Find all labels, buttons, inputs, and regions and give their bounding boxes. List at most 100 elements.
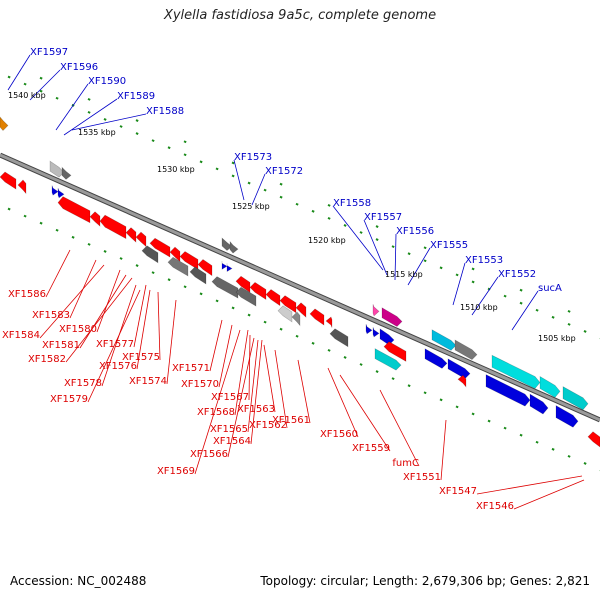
gene-arrow [485, 374, 531, 407]
gene-label-xf1556: XF1556 [396, 226, 434, 237]
gene-label-xf1553: XF1553 [465, 255, 503, 266]
leader-line [7, 54, 31, 91]
leader-line [96, 269, 121, 333]
gene-arrow [17, 179, 27, 195]
leader-line [218, 324, 233, 388]
gene-arrow [447, 358, 471, 379]
gc-dot [199, 160, 203, 164]
leader-line [209, 319, 223, 372]
gene-arrow [529, 393, 549, 415]
gc-dot [567, 309, 571, 313]
leader-line [263, 344, 276, 413]
gene-label-xf1563: XF1563 [237, 404, 275, 415]
gene-label-suca: sucA [538, 283, 562, 294]
gc-dot [519, 433, 523, 437]
gene-label-xf1567: XF1567 [211, 392, 249, 403]
gc-dot [23, 214, 27, 218]
gene-arrow [57, 196, 91, 224]
gene-label-xf1580: XF1580 [59, 324, 97, 335]
gc-dot [551, 315, 555, 319]
gene-arrow [329, 328, 349, 348]
gc-dot [391, 245, 395, 249]
gene-arrow [539, 375, 561, 398]
gc-dot [23, 82, 27, 86]
leader-line [63, 98, 118, 136]
gene-label-xf1558: XF1558 [333, 198, 371, 209]
gc-dot [183, 153, 187, 157]
gc-dot [87, 97, 91, 101]
gene-features [0, 116, 600, 448]
gene-arrow [265, 289, 281, 307]
gene-label-xf1583: XF1583 [32, 310, 70, 321]
gene-arrow [0, 116, 9, 131]
gc-dot [167, 146, 171, 150]
gene-label-xf1561: XF1561 [272, 415, 310, 426]
map-title: Xylella fastidiosa 9a5c, complete genome [163, 8, 437, 23]
gc-dot [359, 231, 363, 234]
gc-dot [423, 391, 427, 395]
leader-line [297, 359, 311, 424]
leader-line [136, 289, 151, 370]
gene-arrow [235, 286, 257, 307]
gc-dot [55, 96, 59, 100]
leader-line [234, 329, 249, 416]
gc-dot [407, 384, 411, 388]
accession-text: Accession: NC_002488 [10, 574, 147, 588]
gene-label-xf1586: XF1586 [8, 289, 46, 300]
gc-dot [343, 356, 347, 359]
leader-line [339, 374, 391, 452]
leader-line [233, 159, 245, 201]
gc-dot [55, 228, 59, 232]
gene-arrow [555, 405, 579, 428]
gene-arrow [51, 185, 59, 196]
gene-arrow [365, 324, 373, 335]
leader-line [327, 367, 359, 438]
gc-dot [103, 118, 107, 121]
leader-line [452, 262, 466, 306]
gene-label-xf1575: XF1575 [122, 352, 160, 363]
gene-label-xf1557: XF1557 [364, 212, 402, 223]
gene-label-xf1560: XF1560 [320, 429, 358, 440]
gc-dot [199, 292, 203, 296]
gc-dot [135, 264, 139, 267]
gene-arrow [189, 266, 207, 285]
gc-dot [103, 250, 107, 253]
gc-dot [487, 419, 491, 423]
gene-arrow [372, 304, 380, 317]
leader-line [157, 291, 161, 361]
gene-arrow [169, 246, 181, 263]
gc-dot [7, 207, 11, 211]
leader-line [251, 173, 266, 206]
gene-arrow [99, 214, 127, 240]
gc-dot [439, 398, 443, 402]
kbp-tick-label: 1530 kbp [157, 165, 195, 174]
gene-arrow [197, 259, 213, 277]
gene-label-xf1568: XF1568 [197, 407, 235, 418]
leader-line [379, 389, 420, 467]
gc-dot [391, 377, 395, 381]
gc-dot [327, 348, 331, 352]
gene-label-fumc: fumC [392, 458, 419, 469]
kbp-tick-label: 1520 kbp [308, 236, 346, 245]
leader-line [247, 339, 259, 433]
gene-label-xf1562: XF1562 [249, 420, 287, 431]
gene-label-xf1574: XF1574 [129, 376, 167, 387]
gc-dot [231, 161, 235, 165]
gc-dot [39, 89, 43, 93]
gc-dot [567, 322, 571, 326]
gene-label-xf1582: XF1582 [28, 354, 66, 365]
gene-arrow [587, 431, 600, 448]
gc-dot [327, 216, 331, 220]
gene-label-xf1589: XF1589 [117, 91, 155, 102]
gene-arrow [309, 308, 325, 326]
gc-dot [279, 182, 283, 186]
leader-line [476, 475, 583, 495]
kbp-tick-label: 1540 kbp [8, 91, 46, 100]
leader-line [394, 233, 397, 281]
gc-dot [535, 308, 539, 312]
gc-dot [567, 454, 571, 458]
gene-arrow [61, 166, 72, 180]
gene-arrow [0, 171, 17, 190]
